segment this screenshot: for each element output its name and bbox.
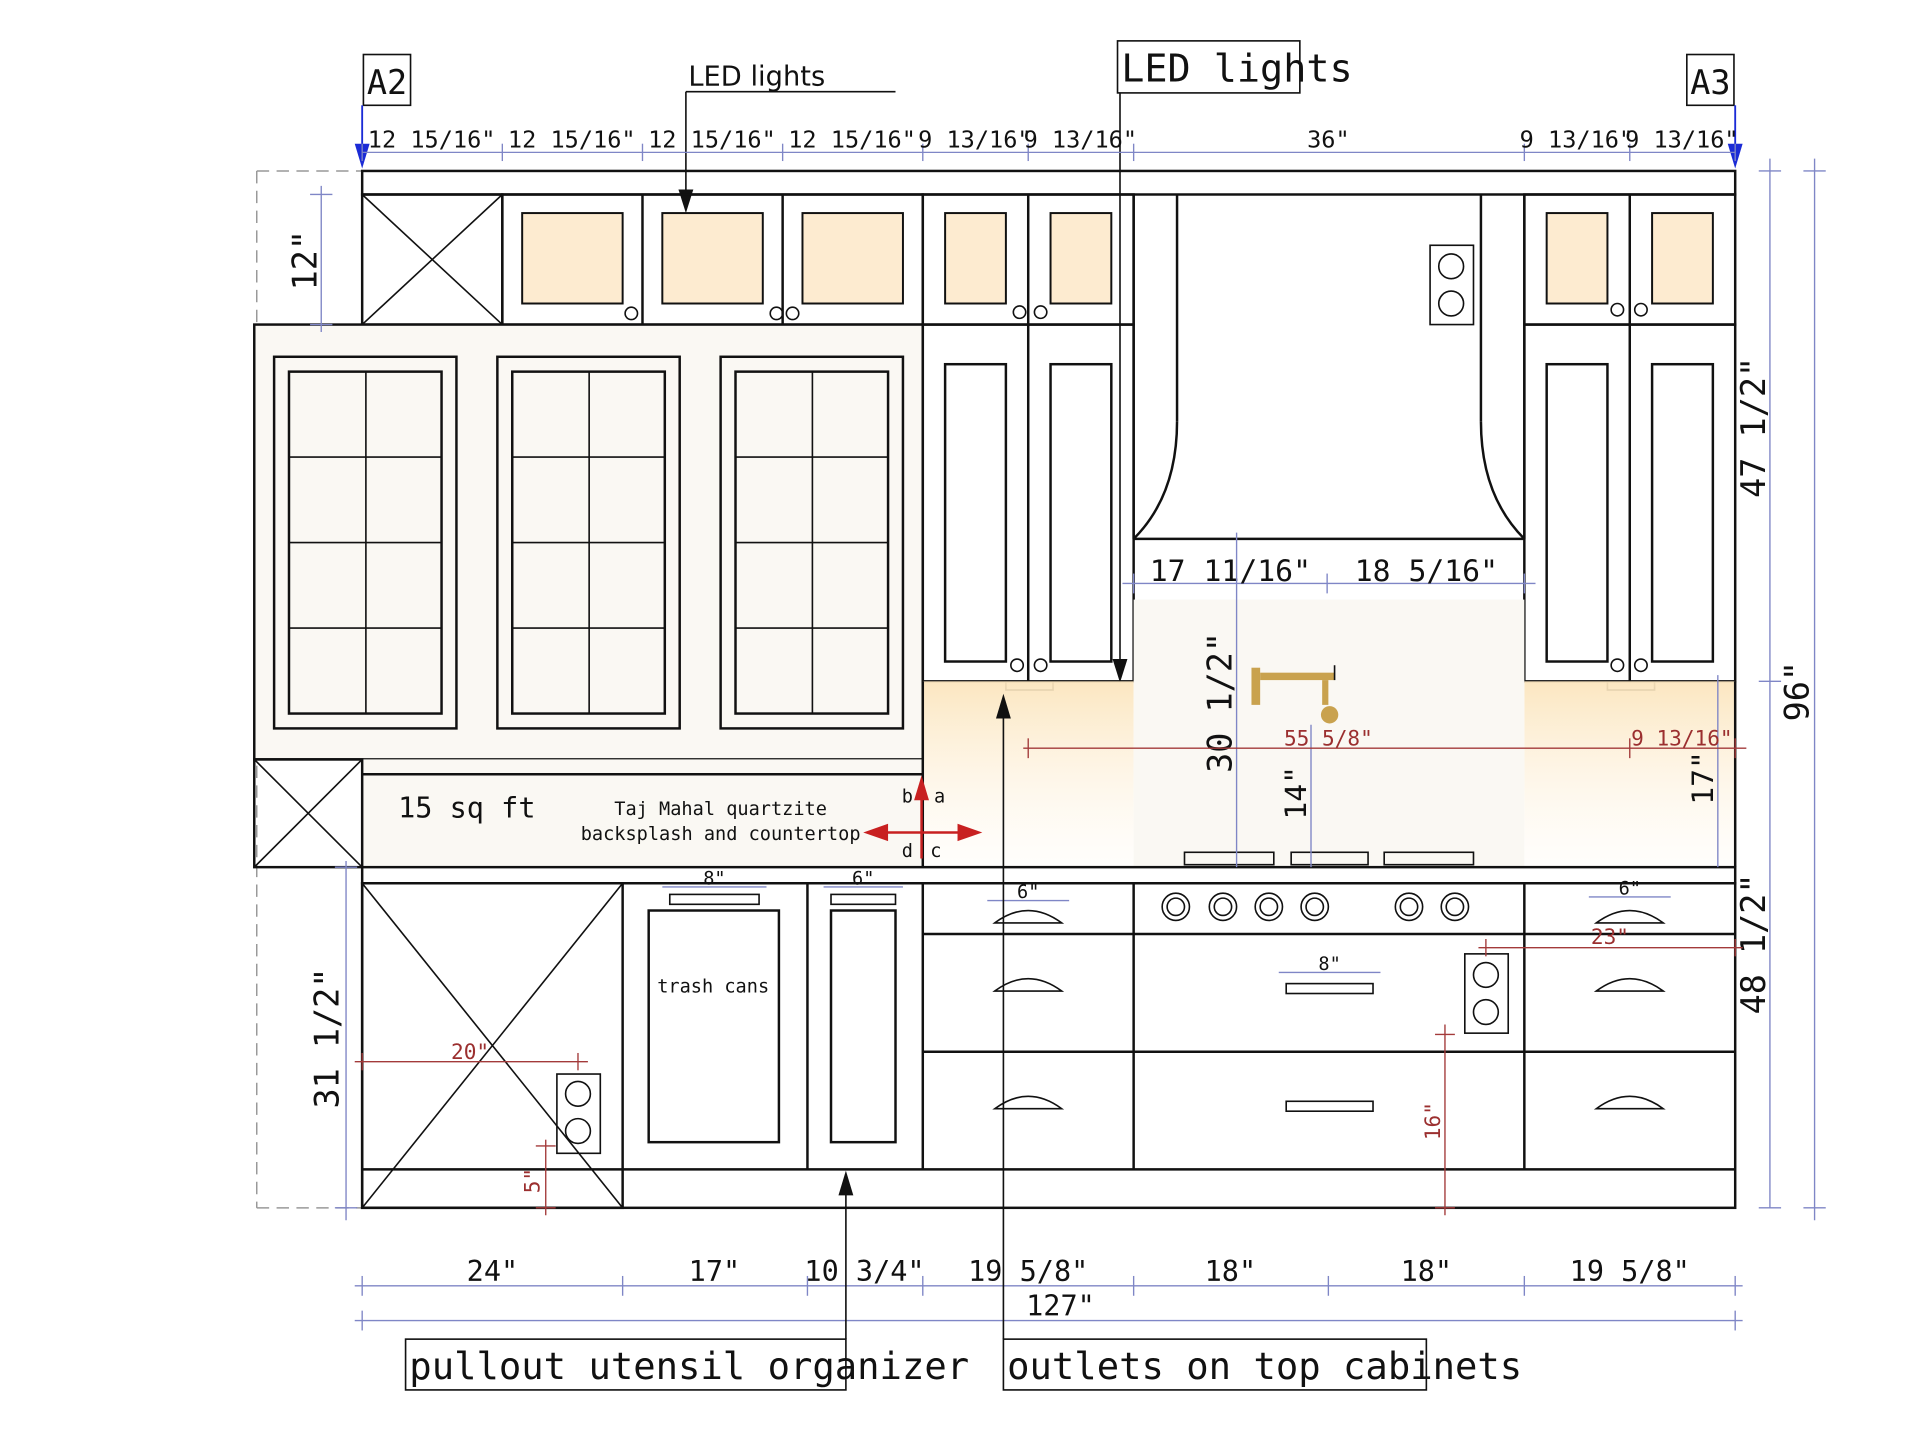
svg-text:23": 23" (1591, 924, 1629, 949)
svg-text:6": 6" (1017, 882, 1039, 903)
dim-top-6: 9 13/16" (1024, 125, 1137, 153)
pull-dimensions: 8" 6" 6" 8" 6" (662, 869, 1671, 975)
range-hood (1132, 194, 1526, 541)
material-note-line2: backsplash and countertop (581, 824, 861, 845)
svg-text:outlets on top cabinets: outlets on top cabinets (1007, 1344, 1522, 1388)
svg-text:8": 8" (1318, 954, 1340, 975)
dim-total-height: 96" (1777, 158, 1826, 1221)
svg-text:6": 6" (1619, 878, 1641, 899)
tall-cabinets-right (1523, 323, 1737, 691)
material-note-line1: Taj Mahal quartzite (614, 799, 827, 820)
top-dimension-chain: 12 15/16" 12 15/16" 12 15/16" 12 15/16" … (361, 125, 1739, 162)
svg-text:LED lights: LED lights (1121, 47, 1352, 92)
svg-text:6": 6" (852, 869, 874, 890)
callout-led-upper: LED lights (678, 61, 896, 214)
backsplash (362, 599, 1737, 868)
dim-overall-width: 127" (1026, 1290, 1095, 1323)
base-outlet-right-icon (1463, 953, 1510, 1034)
callout-led-box: LED lights (1112, 40, 1353, 683)
direction-compass: b a d c (863, 775, 983, 862)
svg-text:14": 14" (1279, 766, 1314, 820)
svg-text:47 1/2": 47 1/2" (1734, 357, 1773, 498)
red-dim-outlet-right: 23" 16" (1420, 924, 1743, 1216)
hood-outlet-icon (1429, 244, 1475, 326)
bottom-dimension-chain: 24" 17" 10 3/4" 19 5/8" 18" 18" 19 5/8" … (354, 1255, 1743, 1331)
dim-top-7: 36" (1307, 125, 1350, 153)
dim-bottom-3: 10 3/4" (804, 1255, 924, 1288)
svg-text:55 5/8": 55 5/8" (1284, 726, 1373, 751)
dim-base-left: 31 1/2" (308, 860, 358, 1221)
red-dim-outlet-left: 20" 5" (354, 1039, 588, 1216)
dim-bottom-2: 17" (689, 1255, 741, 1288)
glass-display-cabinet (253, 323, 925, 761)
dim-bottom-5: 18" (1205, 1255, 1257, 1288)
svg-text:96": 96" (1777, 661, 1816, 721)
dim-bottom-4: 19 5/8" (968, 1255, 1088, 1288)
callout-outlets-top: outlets on top cabinets (995, 693, 1522, 1391)
svg-text:31 1/2": 31 1/2" (308, 968, 347, 1109)
dim-bottom-1: 24" (467, 1255, 519, 1288)
svg-text:d: d (902, 841, 913, 862)
cooktop-grates (1183, 851, 1475, 866)
area-note: 15 sq ft (398, 792, 535, 825)
red-dim-span: 55 5/8" 9 13/16" (1023, 726, 1747, 759)
dim-top-8: 9 13/16" (1520, 125, 1633, 153)
section-marker-a3: A3 (1686, 53, 1743, 169)
svg-text:17": 17" (1686, 751, 1721, 805)
svg-text:A2: A2 (367, 63, 407, 102)
svg-text:A3: A3 (1690, 63, 1730, 102)
dim-top-9: 9 13/16" (1625, 125, 1738, 153)
svg-text:16": 16" (1420, 1102, 1445, 1140)
callout-pullout-utensil: pullout utensil organizer (404, 1170, 969, 1391)
dim-top-5: 9 13/16" (918, 125, 1031, 153)
dim-top-3: 12 15/16" (648, 125, 776, 153)
svg-text:pullout utensil organizer: pullout utensil organizer (409, 1344, 969, 1388)
svg-text:LED lights: LED lights (688, 61, 825, 92)
range-knobs (1161, 892, 1470, 922)
svg-text:8": 8" (703, 869, 725, 890)
countertop (360, 865, 1737, 885)
svg-text:30 1/2": 30 1/2" (1201, 632, 1240, 773)
svg-text:5": 5" (520, 1168, 545, 1193)
dim-top-1: 12 15/16" (368, 125, 496, 153)
tall-cabinets-left (921, 323, 1135, 691)
dim-bottom-6: 18" (1401, 1255, 1453, 1288)
upper-glass-cabinets (360, 193, 1737, 326)
svg-text:18 5/16": 18 5/16" (1355, 554, 1498, 589)
base-outlet-left-icon (556, 1073, 602, 1155)
svg-text:12": 12" (285, 230, 324, 290)
dim-bottom-7: 19 5/8" (1570, 1255, 1690, 1288)
dim-splash-height: 30 1/2" 14" 17" (1201, 532, 1721, 868)
dim-wall-section: 47 1/2" 48 1/2" (1734, 158, 1782, 1209)
base-cabinets (360, 882, 1737, 1210)
dim-hood-width: 17 11/16" 18 5/16" (1122, 554, 1536, 594)
pot-filler-faucet-icon (1251, 665, 1339, 724)
svg-text:17 11/16": 17 11/16" (1150, 554, 1311, 589)
svg-text:a: a (934, 787, 945, 808)
crown-molding (360, 169, 1737, 196)
corner-filler-left (253, 758, 364, 869)
dim-top-4: 12 15/16" (788, 125, 916, 153)
dim-top-2: 12 15/16" (508, 125, 636, 153)
trash-cans-label: trash cans (657, 976, 769, 997)
svg-text:48 1/2": 48 1/2" (1734, 874, 1773, 1015)
dim-upper-12: 12" (285, 185, 333, 332)
svg-text:b: b (902, 787, 913, 808)
svg-text:20": 20" (451, 1039, 489, 1064)
svg-text:c: c (930, 841, 941, 862)
svg-text:9 13/16": 9 13/16" (1631, 726, 1733, 751)
